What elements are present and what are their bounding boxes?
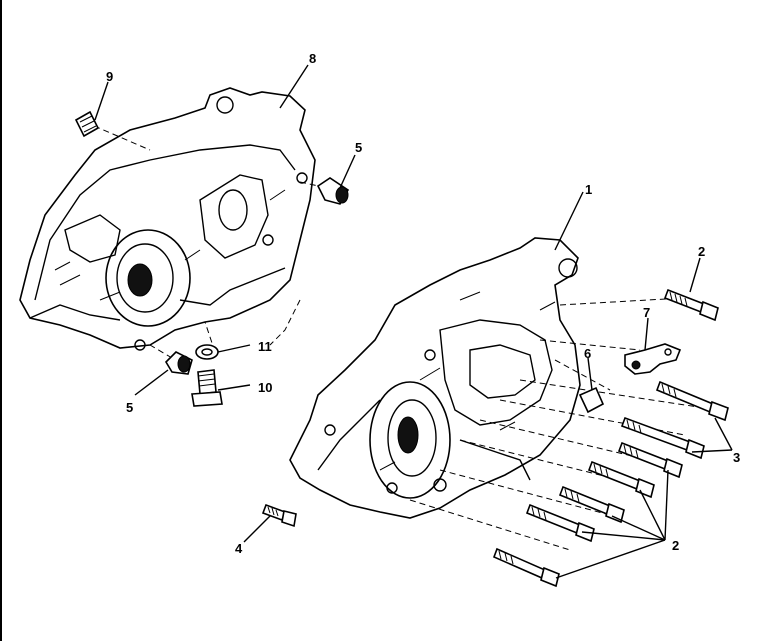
- part-9-plug: [74, 110, 100, 138]
- part-2-bolt-top: [663, 288, 719, 322]
- callout-5-bottom: 5: [126, 400, 133, 415]
- left-crankcase-half: [19, 87, 316, 351]
- right-crankcase-half: [289, 237, 581, 519]
- part-4-bolt: [261, 503, 297, 528]
- callout-10: 10: [258, 380, 272, 395]
- part-6-dowel: [578, 386, 605, 414]
- part-10-drain-plug: [191, 369, 223, 407]
- part-11-washer: [195, 344, 219, 360]
- callout-1: 1: [585, 182, 592, 197]
- part-5-bushing-bottom: [164, 351, 193, 375]
- callout-8: 8: [309, 51, 316, 66]
- callout-7: 7: [643, 305, 650, 320]
- callout-5-top: 5: [355, 140, 362, 155]
- leader-lines: [94, 64, 733, 579]
- page-left-border: [0, 0, 2, 641]
- part-2-bolts-bottom: [492, 441, 683, 588]
- part-3-bolts: [620, 380, 729, 460]
- callout-11: 11: [258, 339, 272, 354]
- callout-2-top: 2: [698, 244, 705, 259]
- part-7-bracket: [624, 343, 682, 375]
- callout-2-bottom: 2: [672, 538, 679, 553]
- callout-9: 9: [106, 69, 113, 84]
- callout-6: 6: [584, 346, 591, 361]
- callout-4: 4: [235, 541, 243, 556]
- part-5-bushing-top: [316, 177, 350, 205]
- callout-3: 3: [733, 450, 740, 465]
